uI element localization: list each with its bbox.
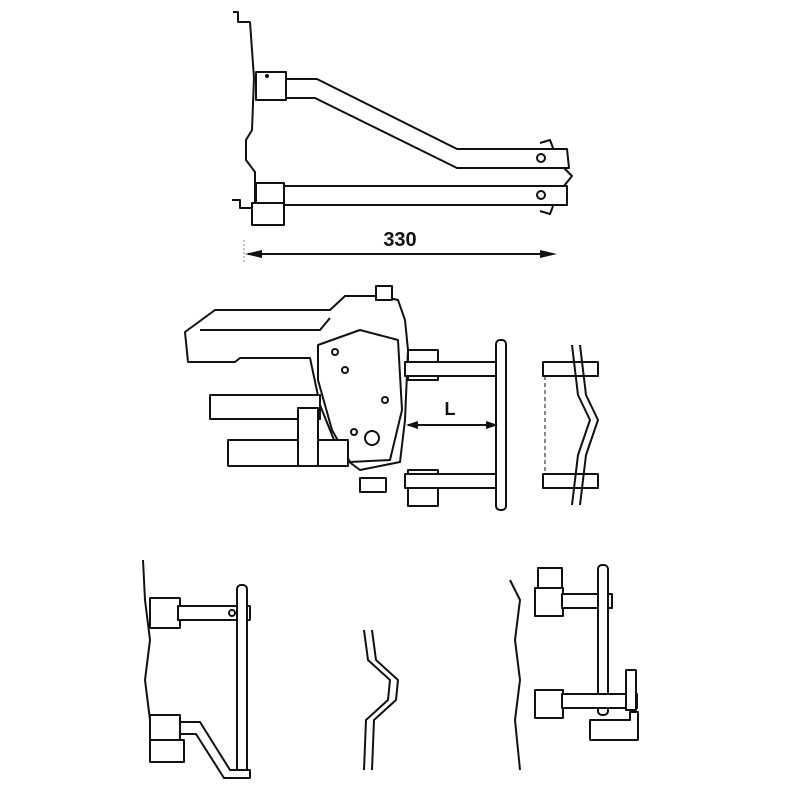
arrow-left-icon bbox=[245, 250, 262, 258]
lower-short-arm bbox=[404, 473, 501, 489]
detail-lower-arm bbox=[542, 473, 599, 489]
body-foot bbox=[359, 477, 387, 493]
lower-bracket bbox=[149, 739, 185, 763]
lower-bracket bbox=[251, 202, 285, 226]
plate-hole bbox=[331, 348, 339, 356]
upper-clamp bbox=[149, 597, 181, 629]
electrode-rod bbox=[236, 584, 248, 776]
bottom-right-assembly bbox=[509, 564, 639, 771]
pivot-hole bbox=[364, 430, 380, 446]
electrode-hole bbox=[536, 190, 546, 200]
upper-clamp bbox=[534, 587, 564, 617]
upper-short-arm bbox=[404, 361, 501, 377]
mounting-plate-outline bbox=[509, 579, 521, 771]
arrow-right-icon bbox=[540, 250, 557, 258]
offset-holder bbox=[625, 669, 637, 711]
upper-clamp bbox=[255, 71, 287, 101]
bolt-stack bbox=[297, 407, 319, 467]
lower-clamp bbox=[534, 689, 564, 719]
top-bracket bbox=[537, 567, 563, 591]
lower-arm bbox=[179, 721, 251, 779]
offset-electrode bbox=[589, 711, 639, 741]
electrode-tips bbox=[539, 139, 573, 215]
side-plate bbox=[317, 329, 403, 463]
top-arm-assembly: 330 bbox=[232, 11, 573, 262]
dimension-330-label: 330 bbox=[383, 229, 416, 251]
upper-arm bbox=[257, 78, 570, 169]
lower-clamp bbox=[255, 182, 285, 204]
bottom-left-assembly bbox=[142, 559, 251, 779]
curved-electrode bbox=[571, 344, 599, 506]
plate-hole bbox=[381, 396, 389, 404]
arrow-right-icon bbox=[486, 421, 498, 429]
plate-hole bbox=[350, 428, 358, 436]
electrode-hole bbox=[228, 609, 236, 617]
arrow-left-icon bbox=[406, 421, 418, 429]
electrode-hole bbox=[536, 153, 546, 163]
bent-electrode bbox=[363, 629, 399, 771]
top-cap bbox=[375, 285, 393, 301]
length-l-label: L bbox=[445, 399, 456, 419]
plate-hole bbox=[341, 366, 349, 374]
middle-gun-assembly: L bbox=[184, 285, 599, 511]
plate-tab bbox=[232, 199, 256, 209]
lower-cylinder-arm bbox=[227, 439, 349, 467]
body-edge bbox=[200, 317, 331, 331]
electrode-rod bbox=[597, 564, 609, 716]
clamp-bolt bbox=[265, 74, 269, 78]
detail-upper-arm bbox=[542, 361, 599, 377]
mounting-plate-outline bbox=[142, 559, 151, 760]
mounting-plate-outline bbox=[233, 11, 256, 213]
lower-arm bbox=[257, 185, 568, 206]
